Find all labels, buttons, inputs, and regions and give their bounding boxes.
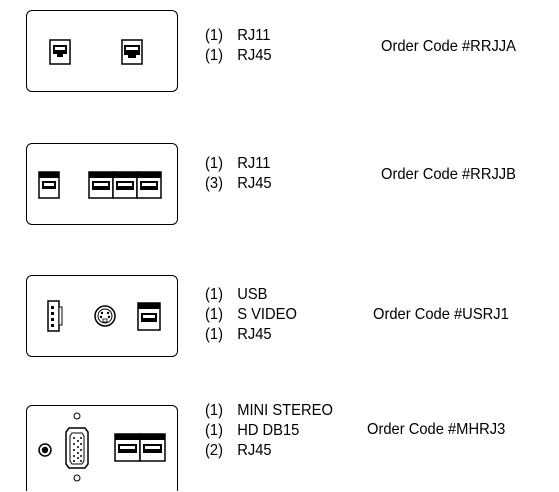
rj45-jack-icon — [114, 433, 141, 462]
rj45-jack-icon — [88, 171, 114, 199]
rj45-jack-icon — [139, 433, 166, 462]
rj45-jack-icon — [121, 39, 143, 65]
order-code: Order Code #RRJJB — [381, 166, 516, 183]
rj45-jack-icon — [136, 171, 162, 199]
component-item: (2)RJ45 — [205, 442, 272, 459]
rj45-jack-icon — [112, 171, 138, 199]
component-item: (1)RJ45 — [205, 326, 272, 343]
component-list: (1)USB (1)S VIDEO (1)RJ45 — [205, 285, 297, 345]
wall-plate — [26, 405, 178, 491]
component-list: (1)RJ11 (3)RJ45 — [205, 154, 272, 194]
rj45-jack-icon — [137, 302, 161, 331]
component-item: (1)MINI STEREO — [205, 402, 333, 419]
hd-db15-port-icon — [65, 412, 89, 482]
component-item: (1)RJ11 — [205, 27, 271, 44]
rj11-jack-icon — [49, 39, 71, 65]
component-item: (1)HD DB15 — [205, 422, 300, 439]
s-video-port-icon — [94, 305, 116, 327]
mini-stereo-jack-icon — [38, 443, 52, 457]
rj11-jack-icon — [38, 171, 60, 199]
component-list: (1)RJ11 (1)RJ45 — [205, 26, 272, 66]
component-item: (1)RJ45 — [205, 47, 272, 64]
order-code: Order Code #RRJJA — [381, 38, 516, 55]
usb-port-icon — [47, 300, 63, 332]
wall-plate — [26, 275, 178, 357]
component-item: (1)USB — [205, 286, 268, 303]
component-item: (3)RJ45 — [205, 175, 272, 192]
wall-plate — [26, 10, 178, 92]
wall-plate — [26, 143, 178, 225]
component-item: (1)S VIDEO — [205, 306, 297, 323]
component-list: (1)MINI STEREO (1)HD DB15 (2)RJ45 — [205, 401, 333, 461]
order-code: Order Code #USRJ1 — [373, 306, 509, 323]
order-code: Order Code #MHRJ3 — [367, 421, 506, 438]
component-item: (1)RJ11 — [205, 155, 271, 172]
